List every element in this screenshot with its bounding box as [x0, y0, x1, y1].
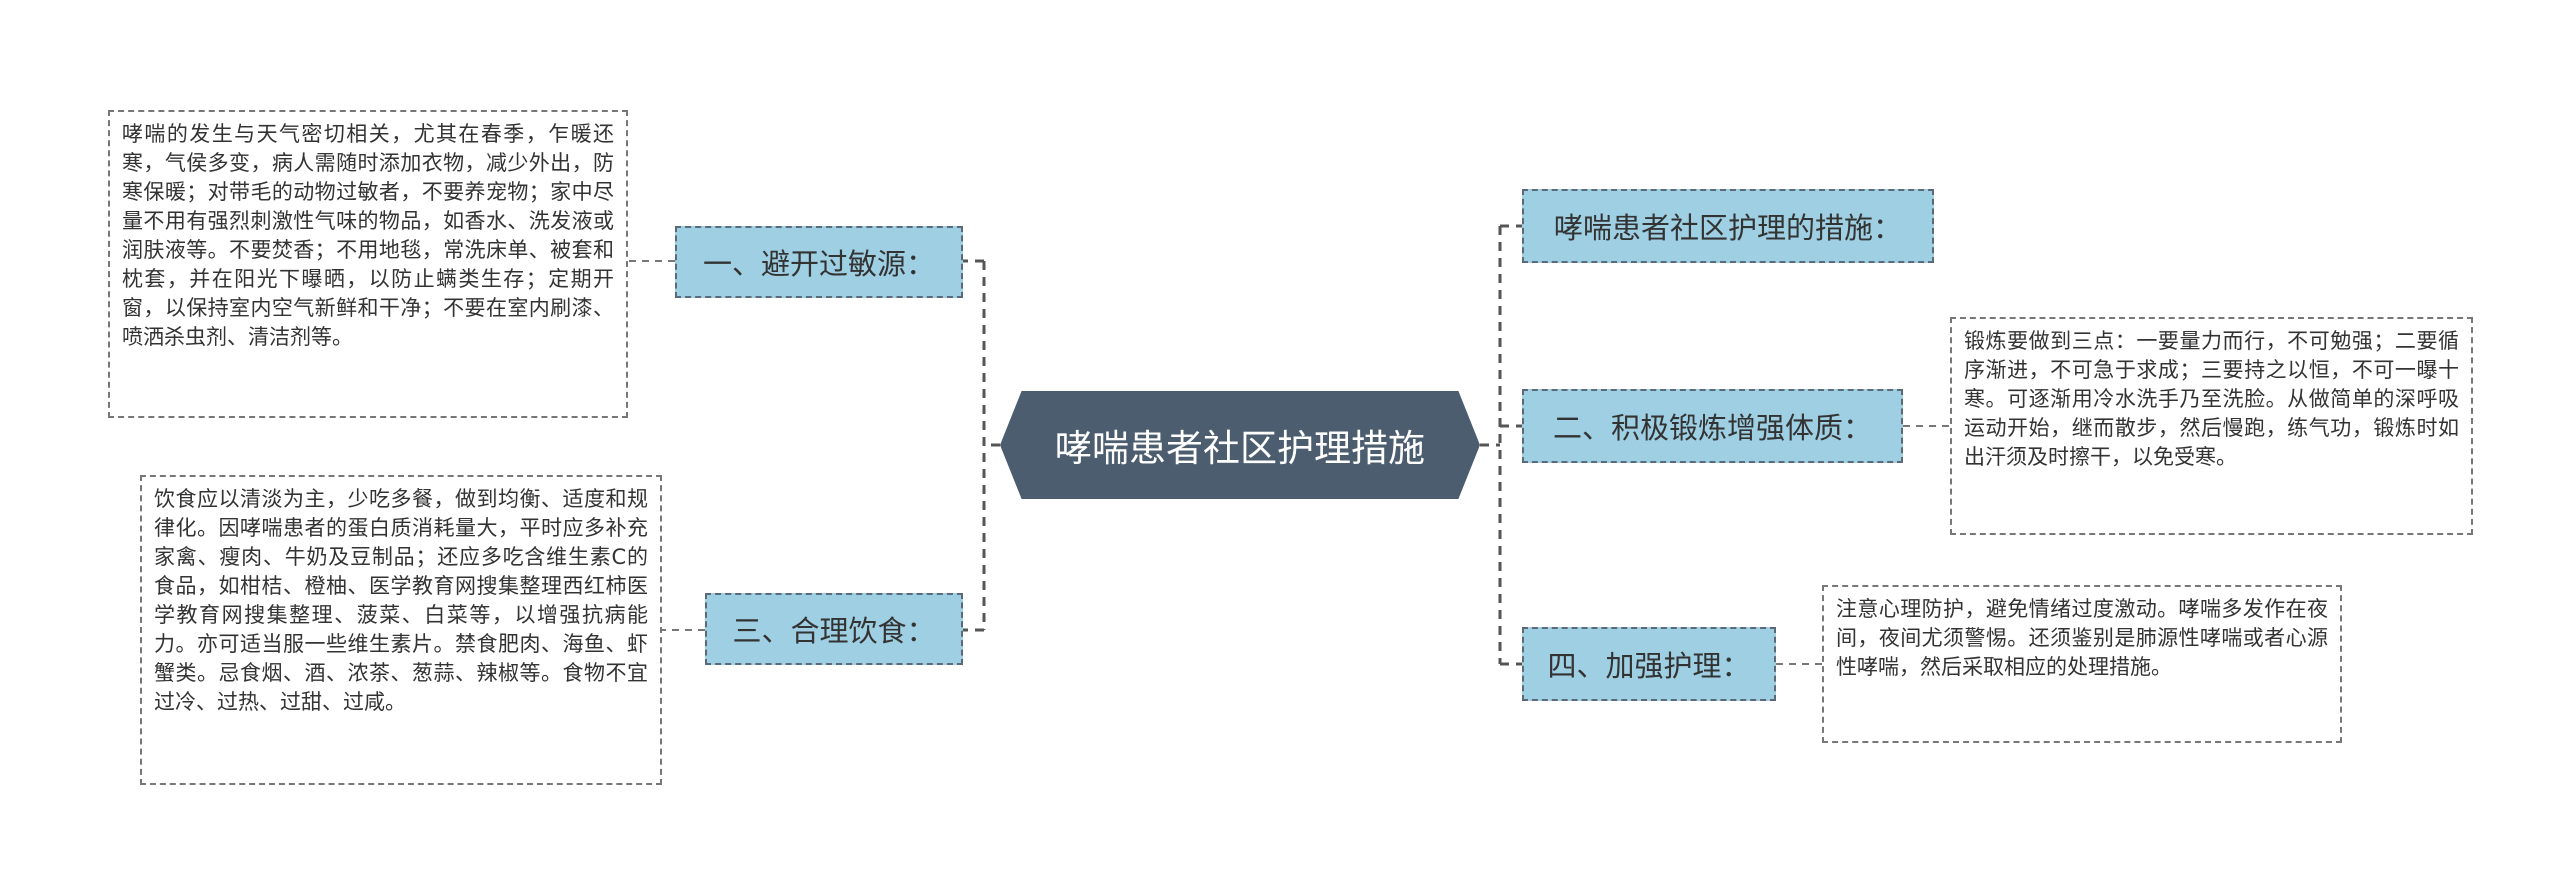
leaf-avoid-allergens-detail[interactable]: 哮喘的发生与天气密切相关，尤其在春季，乍暖还寒，气侯多变，病人需随时添加衣物，减…	[108, 110, 628, 418]
topic-reasonable-diet[interactable]: 三、合理饮食：	[705, 593, 963, 665]
topic-exercise-label: 二、积极锻炼增强体质：	[1552, 411, 1872, 445]
leaf-diet-detail[interactable]: 饮食应以清淡为主，少吃多餐，做到均衡、适度和规律化。因哮喘患者的蛋白质消耗量大，…	[140, 475, 662, 785]
topic-avoid-allergens[interactable]: 一、避开过敏源：	[675, 226, 963, 298]
leaf-exercise-detail[interactable]: 锻炼要做到三点：一要量力而行，不可勉强；二要循序渐进，不可急于求成；三要持之以恒…	[1950, 317, 2473, 535]
topic-reasonable-diet-label: 三、合理饮食：	[732, 614, 936, 648]
leaf-strengthen-care-detail[interactable]: 注意心理防护，避免情绪过度激动。哮喘多发作在夜间，夜间尤须警惕。还须鉴别是肺源性…	[1822, 585, 2342, 743]
topic-avoid-allergens-label: 一、避开过敏源：	[702, 247, 935, 281]
topic-community-care-measures-label: 哮喘患者社区护理的措施：	[1553, 211, 1902, 245]
topic-strengthen-care[interactable]: 四、加强护理：	[1522, 627, 1776, 701]
topic-exercise[interactable]: 二、积极锻炼增强体质：	[1522, 389, 1903, 463]
central-topic[interactable]: 哮喘患者社区护理措施	[1000, 391, 1480, 499]
central-topic-label: 哮喘患者社区护理措施	[1055, 427, 1425, 470]
topic-strengthen-care-label: 四、加强护理：	[1547, 649, 1751, 683]
topic-community-care-measures[interactable]: 哮喘患者社区护理的措施：	[1522, 189, 1934, 263]
